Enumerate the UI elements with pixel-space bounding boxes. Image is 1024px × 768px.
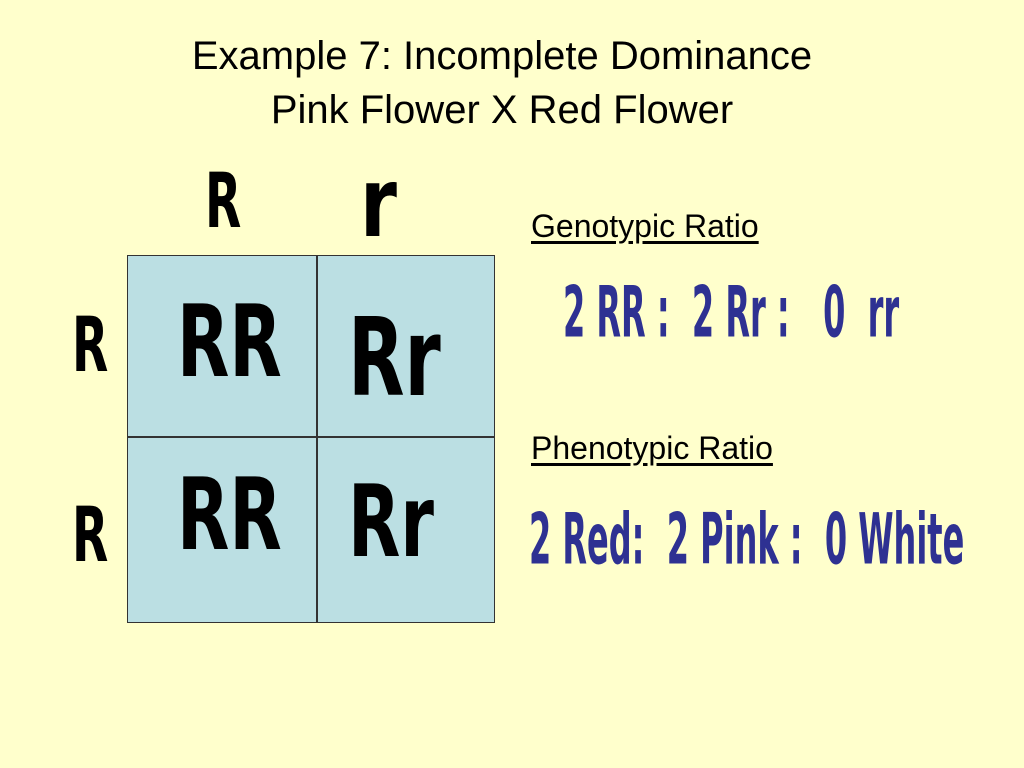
- genotypic-ratio-heading: Genotypic Ratio: [531, 208, 759, 244]
- slide-title-line-2: Pink Flower X Red Flower: [270, 88, 734, 132]
- punnett-cell-top-right: Rr: [348, 296, 441, 421]
- grid-vertical-divider: [316, 256, 318, 622]
- top-allele-2: r: [360, 147, 397, 259]
- slide-title-line-1: Example 7: Incomplete Dominance: [191, 34, 813, 78]
- punnett-square: [127, 255, 495, 623]
- phenotypic-ratio-heading: Phenotypic Ratio: [531, 430, 773, 466]
- punnett-cell-bottom-left: RR: [177, 456, 282, 573]
- side-allele-2: R: [72, 490, 109, 579]
- side-allele-1: R: [72, 300, 109, 389]
- punnett-cell-bottom-right: Rr: [348, 463, 434, 580]
- top-allele-1: R: [205, 156, 242, 245]
- grid-horizontal-divider: [128, 436, 494, 438]
- punnett-cell-top-left: RR: [177, 283, 282, 400]
- phenotypic-ratio-value: 2 Red: 2 Pink : 0 White: [529, 499, 965, 581]
- genotypic-ratio-value: 2 RR : 2 Rr : 0 rr: [563, 272, 900, 354]
